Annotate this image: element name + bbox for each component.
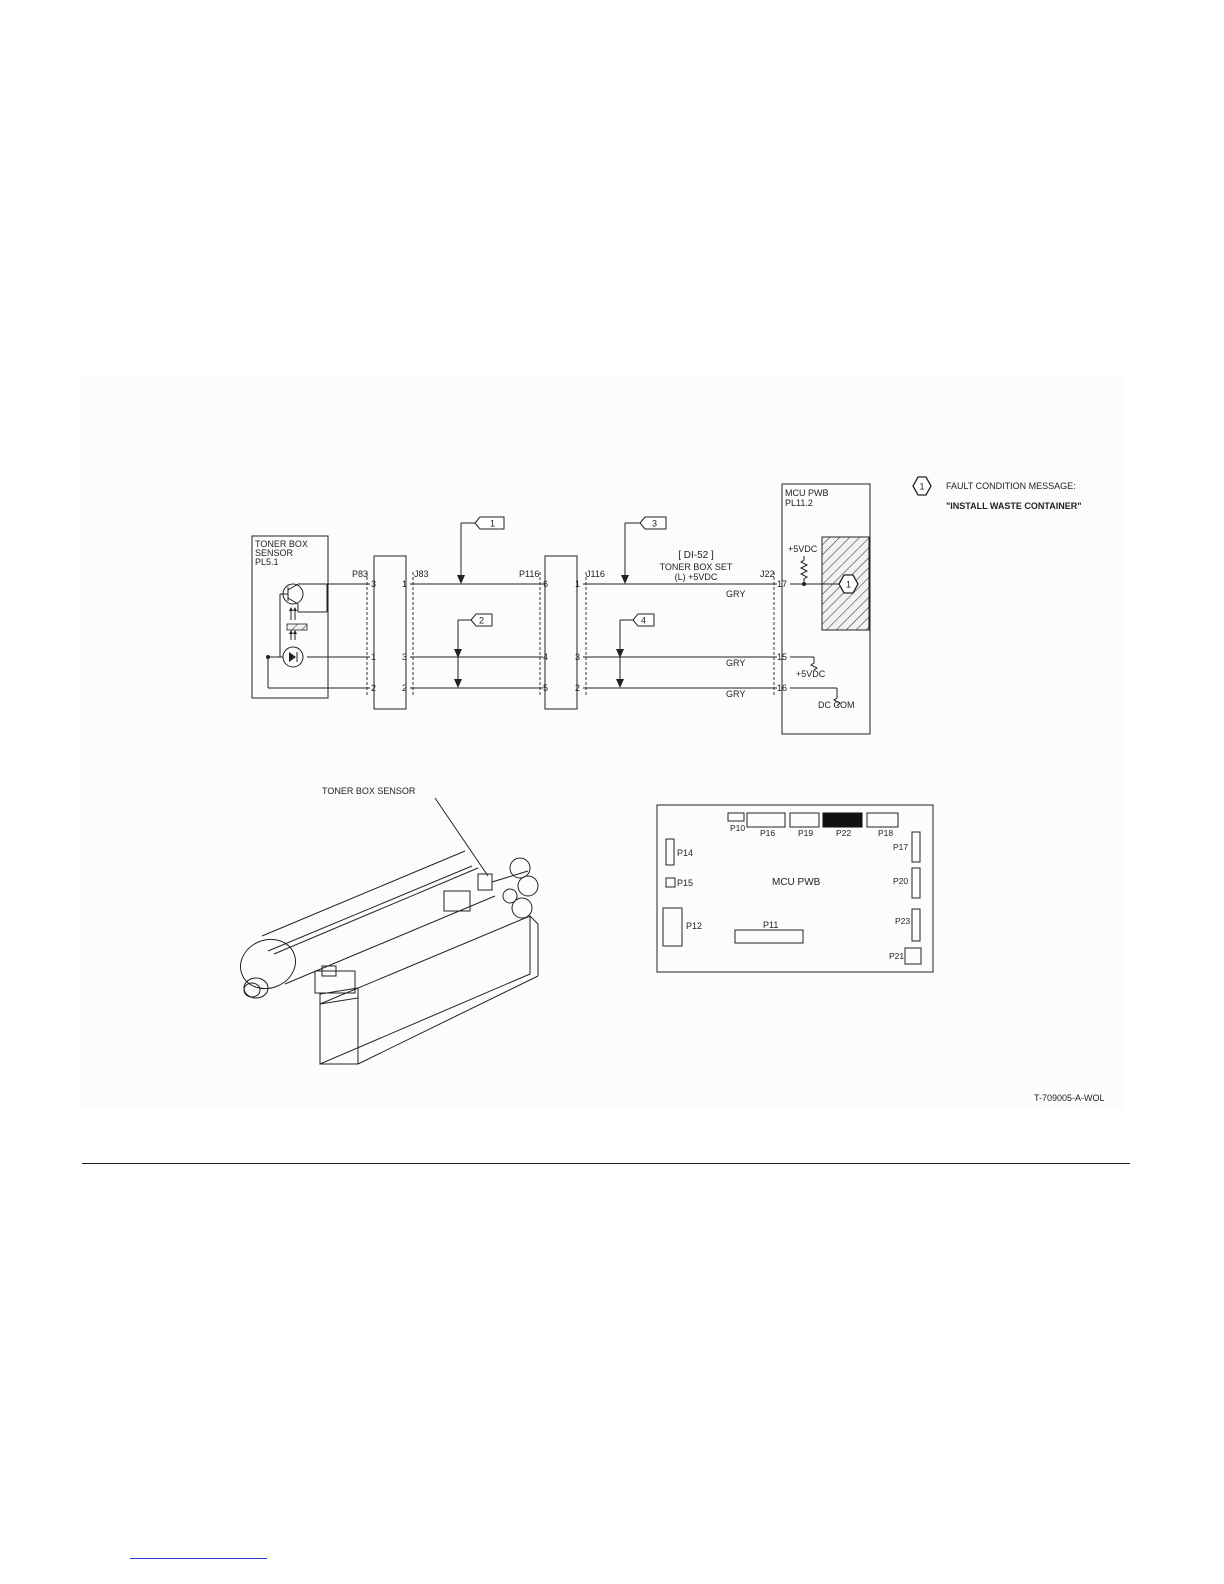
j83-pin-c: 2 [402,683,407,693]
j116-pin-b: 3 [575,652,580,662]
board-p16: P16 [760,828,775,838]
mcu-pwb-box: MCU PWB PL11.2 +5VDC 1 [781,483,871,735]
sensor-callout-label: TONER BOX SENSOR [322,786,416,796]
p116-pin-a: 6 [543,579,548,589]
board-p12: P12 [686,921,702,931]
mcu-pwb-title: MCU PWB [785,488,829,498]
p83-pin-c: 2 [371,683,376,693]
j83-pin-a: 1 [402,579,407,589]
toner-box-drawing: TONER BOX SENSOR [240,786,539,1065]
sensor-label-line2: SENSOR [255,548,294,558]
wire-16 [410,687,841,707]
board-p20: P20 [893,876,908,886]
connector-p116: P116 [519,569,539,579]
supply-15-label: +5VDC [796,669,826,679]
signal-name: TONER BOX SET [660,562,733,572]
board-p21: P21 [889,951,904,961]
p116-pin-b: 4 [543,652,548,662]
board-p17: P17 [893,842,908,852]
wiring-diagram-figure: 1 FAULT CONDITION MESSAGE: "INSTALL WAST… [80,376,1124,1110]
figure-id: T-709005-A-WOL [1034,1093,1105,1103]
j116-pin-c: 2 [575,683,580,693]
board-p15: P15 [677,878,693,888]
sensor-label-line1: TONER BOX [255,539,308,549]
test-point-2-number: 2 [479,616,484,626]
fault-marker-number: 1 [919,482,924,492]
connector-p83: P83 [352,569,368,579]
mcu-pwb-part: PL11.2 [785,498,813,508]
mcu-supply-label: +5VDC [788,544,818,554]
connector-j116: J116 [586,569,605,579]
board-title: MCU PWB [772,877,821,888]
toner-box-sensor-schematic: TONER BOX SENSOR PL5.1 [251,535,370,699]
board-p10: P10 [730,823,745,833]
signal-id: [ DI-52 ] [678,550,714,561]
connector-j22: J22 [760,569,775,579]
wire-color-15: GRY [726,658,745,668]
test-point-1: 1 [457,516,505,584]
mcu-fault-marker-icon [838,574,859,594]
test-point-3: 3 [621,516,667,584]
page-divider [82,1163,1130,1164]
board-p23: P23 [895,916,910,926]
test-point-4-number: 4 [641,616,646,626]
fault-legend-label: FAULT CONDITION MESSAGE: [946,481,1076,491]
test-point-3-number: 3 [652,519,657,529]
wire-color-16: GRY [726,689,745,699]
test-point-4: 4 [616,613,655,688]
dc-com-label: DC COM [818,700,855,710]
p83-pin-b: 1 [371,652,376,662]
mcu-board-layout: MCU PWB P10 P16 P19 P22 P18 P14 P15 P12 … [656,804,934,973]
wire-color-17: GRY [726,589,745,599]
board-p19: P19 [798,828,813,838]
signal-level: (L) +5VDC [675,572,718,582]
p116-pin-c: 5 [543,683,548,693]
mcu-fault-marker-number: 1 [846,580,851,590]
j116-pin-a: 1 [575,579,580,589]
wire-15 [307,656,818,671]
connector-bodies [366,555,775,710]
test-point-1-number: 1 [490,519,495,529]
fault-message: "INSTALL WASTE CONTAINER" [946,501,1082,511]
j83-pin-b: 3 [402,652,407,662]
board-p22: P22 [836,828,851,838]
board-p11: P11 [763,920,778,930]
p83-pin-a: 3 [371,579,376,589]
footer-link-underline[interactable] [130,1558,267,1559]
connector-j83: J83 [414,569,429,579]
j22-pin-b: 15 [777,652,787,662]
board-p14: P14 [677,848,693,858]
board-p18: P18 [878,828,893,838]
j22-pin-c: 16 [777,683,787,693]
sensor-part: PL5.1 [255,557,279,567]
j22-pin-a: 17 [777,579,787,589]
fault-legend: 1 FAULT CONDITION MESSAGE: "INSTALL WAST… [912,476,1082,511]
test-point-2: 2 [454,613,493,688]
